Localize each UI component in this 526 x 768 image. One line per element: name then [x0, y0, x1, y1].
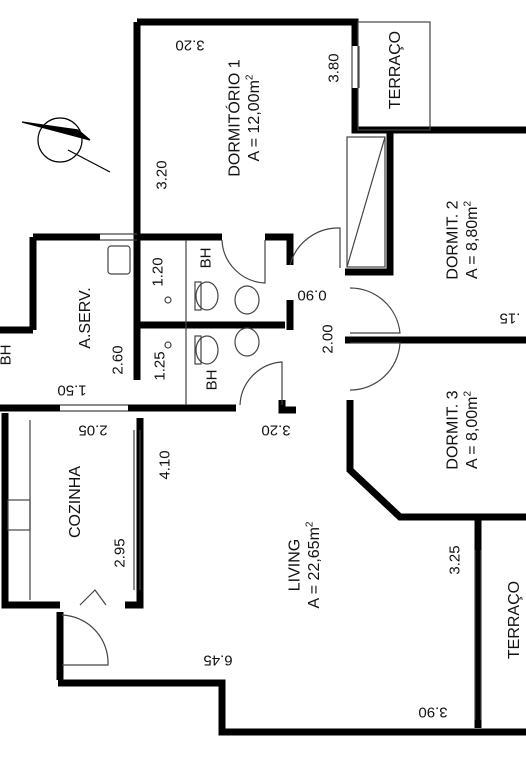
room-dormitorio-1: DORMITÓRIO 1 A = 12,00m2 — [227, 59, 264, 176]
room-name: DORMIT. 3 — [444, 390, 462, 470]
area-value: A = 12,00m — [245, 80, 263, 162]
room-area: A = 8,80m2 — [462, 200, 481, 279]
room-a-serv: A.SERV. — [77, 287, 94, 349]
room-area: A = 12,00m2 — [244, 59, 263, 176]
room-name: DORMIT. 2 — [444, 200, 462, 280]
dim-coz-h: 2.95 — [111, 538, 129, 568]
north-arrow-icon — [21, 117, 111, 173]
dim-living-left: 4.10 — [156, 450, 174, 480]
room-bh-bottom: BH — [203, 369, 221, 391]
room-bh-top: BH — [197, 247, 215, 269]
area-sup: 2 — [244, 74, 256, 81]
room-area: A = 8,00m2 — [462, 390, 481, 469]
room-dormit-3: DORMIT. 3 A = 8,00m2 — [445, 390, 482, 469]
dim-living-top: 3.20 — [261, 421, 291, 439]
room-name: LIVING — [286, 538, 304, 592]
dim-bh2: 1.25 — [151, 351, 169, 381]
room-dormit-2: DORMIT. 2 A = 8,80m2 — [445, 200, 482, 279]
room-cozinha: COZINHA — [67, 466, 84, 538]
room-bh-left: BH — [0, 344, 15, 366]
room-living: LIVING A = 22,65m2 — [287, 522, 324, 609]
thin-lines — [7, 21, 482, 720]
dim-aserv-w: 1.50 — [57, 381, 87, 399]
dim-terr-h: 3.25 — [446, 545, 464, 575]
dim-dorm2-w: .15 — [499, 309, 521, 327]
walls — [0, 18, 526, 736]
area-value: A = 22,65m — [305, 527, 323, 609]
dim-d1-top: 3.20 — [175, 36, 205, 54]
dim-d1-right: 3.80 — [325, 53, 343, 83]
area-sup: 2 — [462, 200, 474, 207]
dim-terr-w: 3.90 — [418, 703, 448, 721]
area-value: A = 8,00m — [463, 396, 481, 470]
room-name: DORMITÓRIO 1 — [226, 59, 244, 177]
dim-aserv-h: 2.60 — [109, 345, 127, 375]
room-area: A = 22,65m2 — [304, 522, 323, 609]
dim-coz-top: 2.05 — [78, 421, 108, 439]
dim-hall-w: 0.90 — [297, 286, 327, 304]
dim-living-bottom: 6.45 — [203, 651, 233, 669]
dim-hall-h: 2.00 — [319, 324, 337, 354]
dim-d1-left: 3.20 — [153, 160, 171, 190]
area-sup: 2 — [462, 390, 474, 397]
area-value: A = 8,80m — [463, 206, 481, 280]
room-terraco-bottom: TERRAÇO — [506, 580, 523, 660]
room-terraco-top: TERRAÇO — [387, 30, 404, 110]
dim-bh1: 1.20 — [149, 257, 167, 287]
area-sup: 2 — [304, 521, 316, 528]
